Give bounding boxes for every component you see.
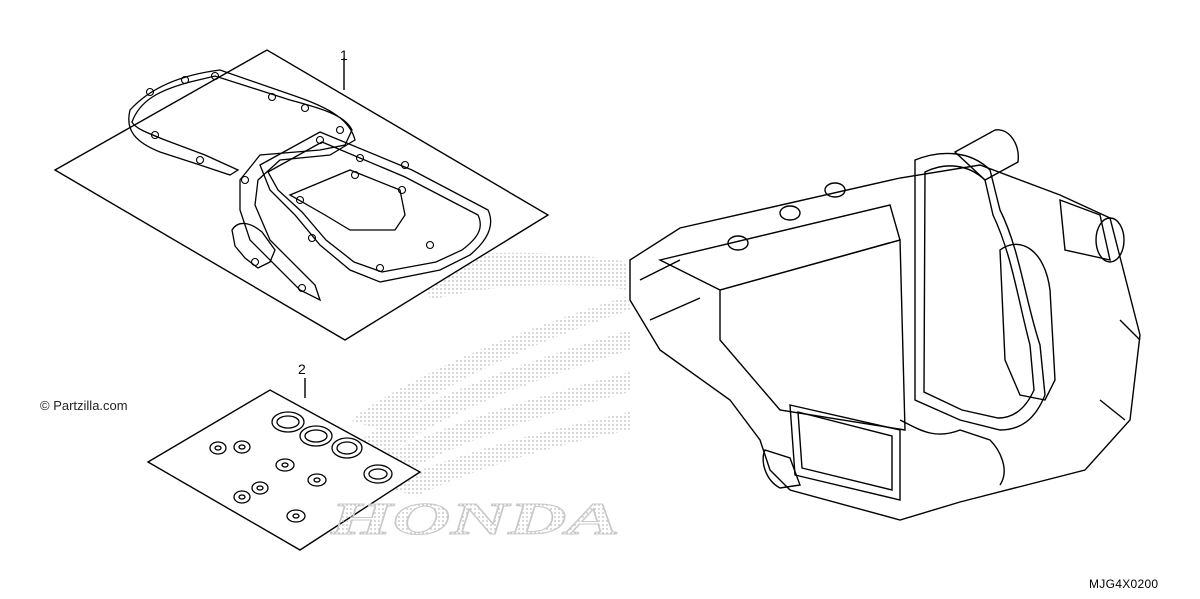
copyright-text: © Partzilla.com <box>40 398 128 413</box>
gasket-kit-a-sheet <box>53 49 550 341</box>
main-cover-gasket <box>128 69 492 302</box>
o-rings-and-seals <box>209 411 393 523</box>
diagram-code: MJG4X0200 <box>1089 577 1159 591</box>
honda-watermark-text: HONDA <box>330 493 621 543</box>
honda-watermark-letters: HONDA <box>330 493 620 542</box>
callout-number-1: 1 <box>340 47 348 63</box>
honda-wing-watermark <box>350 252 630 497</box>
engine-outline <box>629 129 1141 521</box>
callout-number-2: 2 <box>298 361 306 377</box>
gasket-kit-b-sheet <box>146 378 422 551</box>
bolt-holes <box>145 71 435 293</box>
